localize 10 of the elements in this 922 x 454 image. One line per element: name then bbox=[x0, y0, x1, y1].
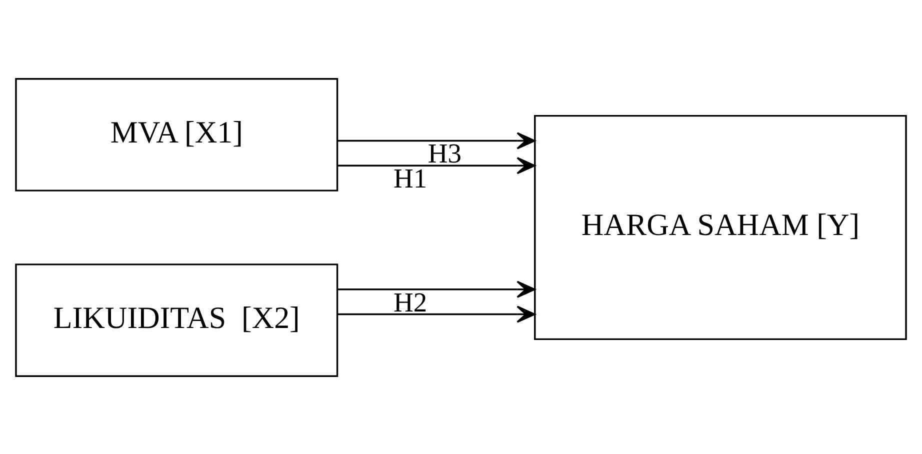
edge-label: H2 bbox=[394, 286, 428, 317]
arrow bbox=[338, 156, 536, 174]
node-box: HARGA SAHAM [Y] bbox=[534, 114, 907, 340]
arrow bbox=[338, 305, 536, 322]
edge-label: H3 bbox=[428, 138, 462, 168]
node-box: MVA [X1] bbox=[15, 78, 338, 191]
edge-label: H1 bbox=[394, 163, 428, 194]
node-box: LIKUIDITAS [X2] bbox=[15, 263, 338, 376]
arrow bbox=[338, 132, 536, 149]
arrow bbox=[338, 280, 536, 298]
